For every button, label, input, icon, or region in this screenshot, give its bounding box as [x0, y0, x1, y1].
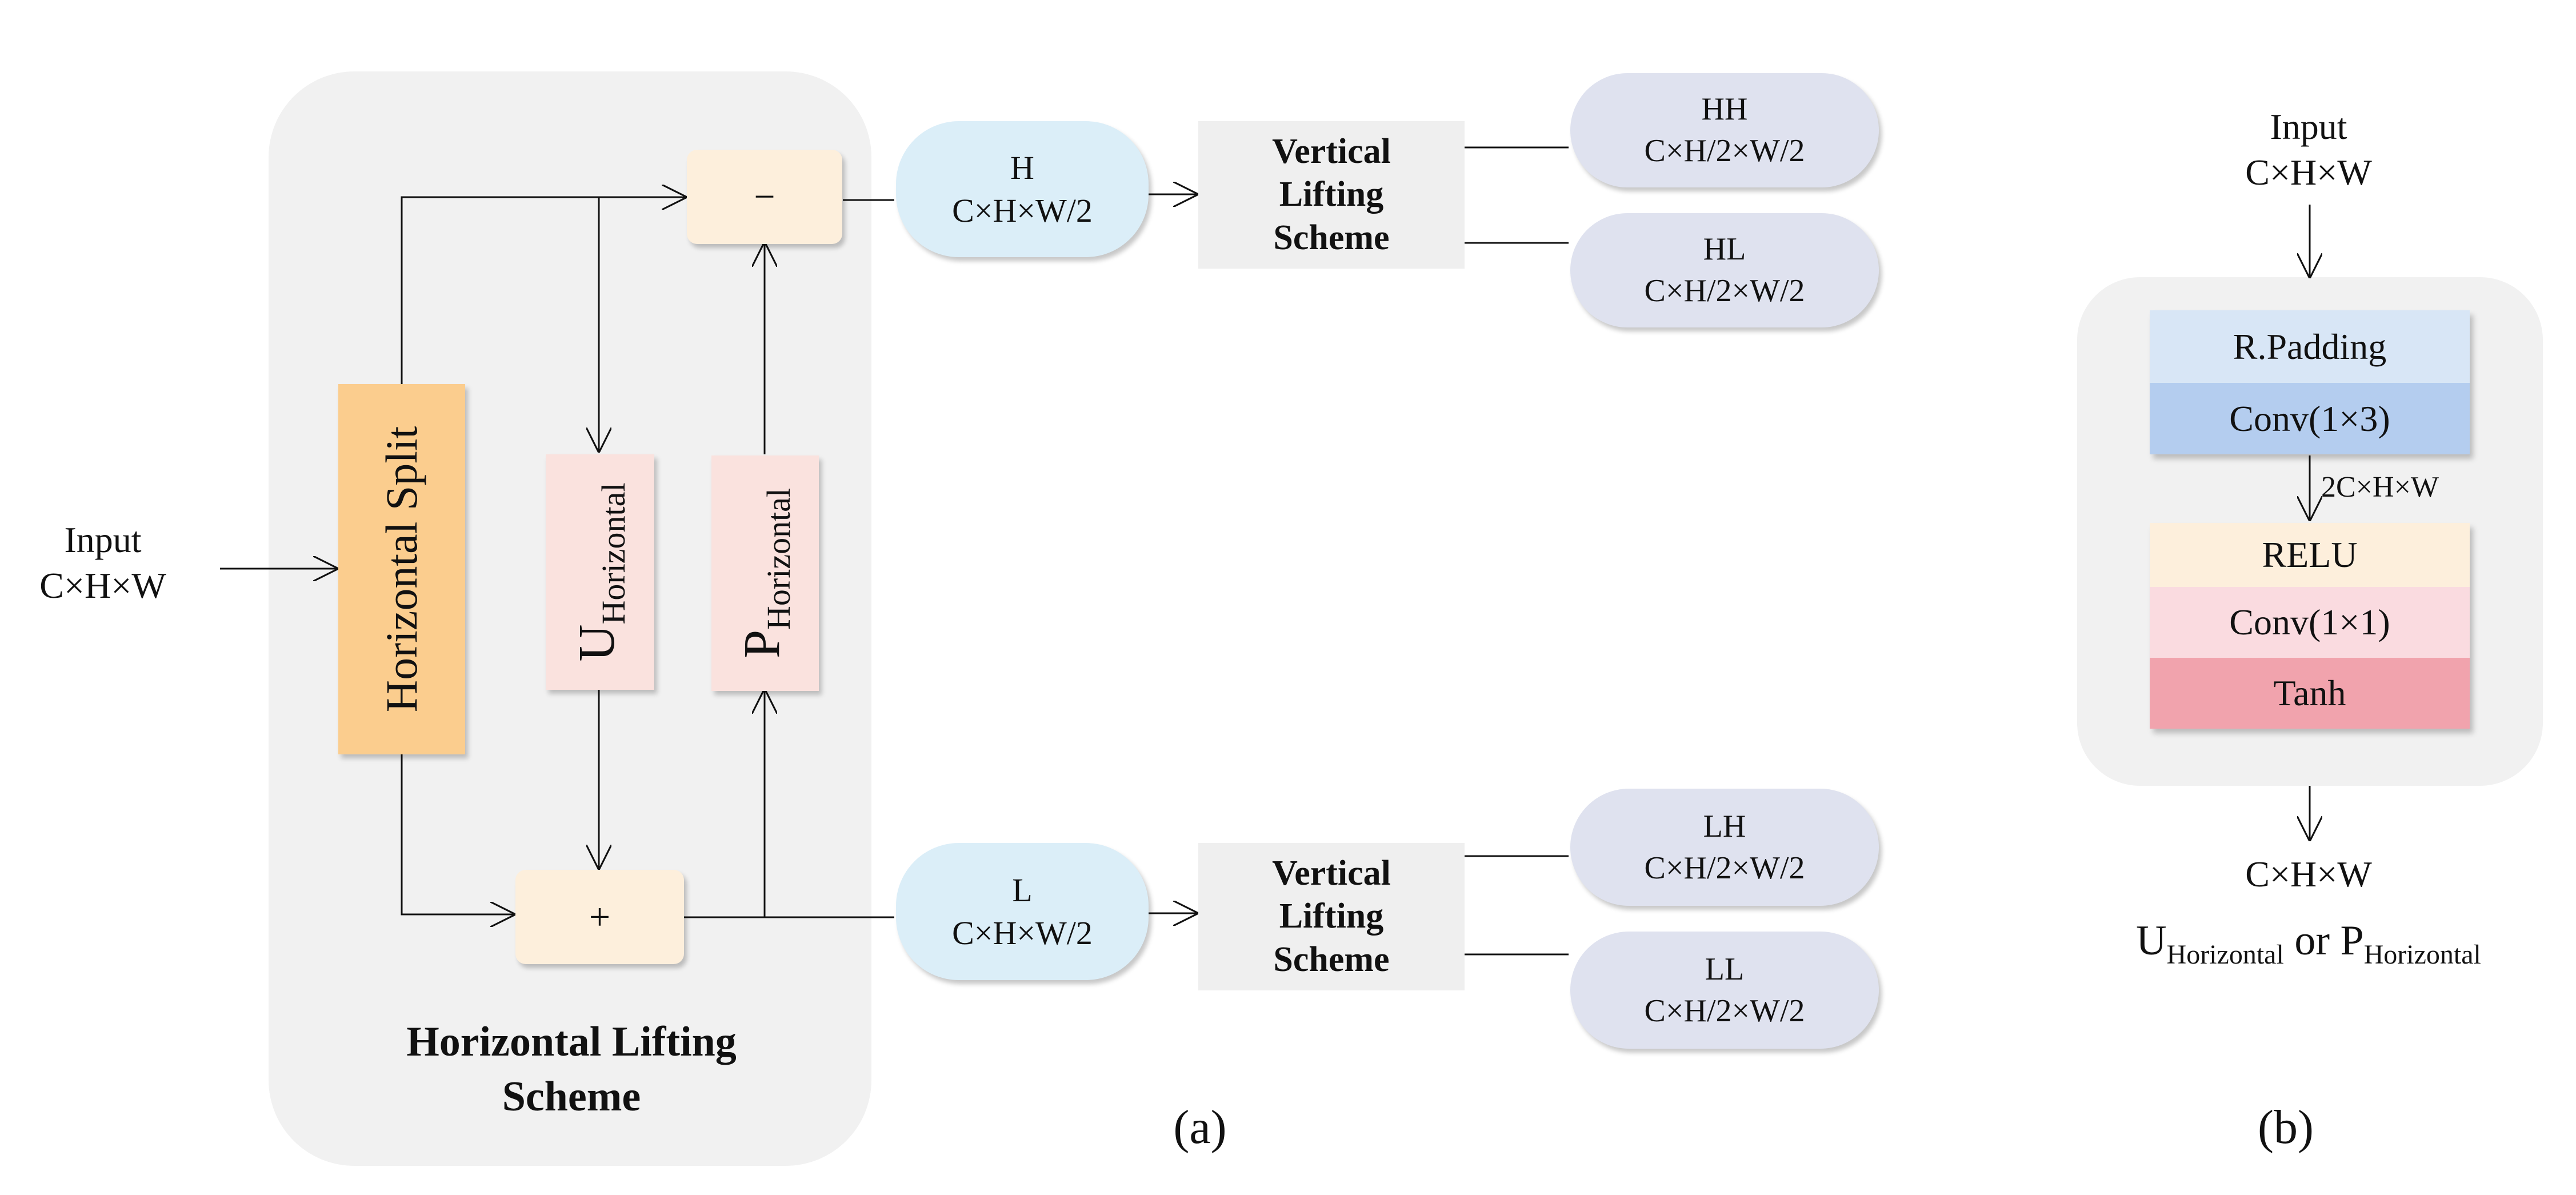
b-u-main: U	[2136, 917, 2167, 964]
plus-symbol: +	[589, 896, 611, 938]
b-output-dims: C×H×W	[2245, 854, 2372, 894]
r-padding-layer: R.Padding	[2150, 310, 2470, 383]
vertical-lifting-scheme-bottom: Vertical Lifting Scheme	[1198, 843, 1465, 990]
conv-1x1-layer: Conv(1×1)	[2150, 587, 2470, 658]
b-input-dims: C×H×W	[2245, 152, 2372, 193]
output-hl: HL C×H/2×W/2	[1570, 213, 1879, 327]
vls-bottom-line-2: Lifting	[1279, 897, 1384, 936]
output-lh-name: LH	[1703, 808, 1746, 844]
panel-title-line-1: Horizontal Lifting	[406, 1018, 737, 1065]
tanh-layer: Tanh	[2150, 658, 2470, 729]
padding-conv-stack: R.Padding Conv(1×3)	[2150, 310, 2470, 454]
h-node: H C×H×W/2	[896, 121, 1149, 257]
p-sub: Horizontal	[760, 487, 797, 630]
output-hh-dims: C×H/2×W/2	[1644, 133, 1805, 169]
panel-title-line-2: Scheme	[502, 1073, 641, 1121]
plus-operator: +	[515, 870, 684, 964]
b-input-text: Input	[2270, 106, 2347, 147]
p-horizontal-block: PHorizontal	[711, 455, 819, 691]
vls-top-line-2: Lifting	[1279, 175, 1384, 214]
b-u-sub: Horizontal	[2166, 939, 2284, 970]
caption-b: (b)	[2258, 1101, 2314, 1154]
p-horizontal-label: PHorizontal	[733, 488, 798, 658]
vls-top-line-1: Vertical	[1272, 131, 1391, 171]
b-p-sub: Horizontal	[2363, 939, 2481, 970]
conv-1x3-layer: Conv(1×3)	[2150, 383, 2470, 454]
output-ll-name: LL	[1705, 951, 1745, 987]
vls-bottom-line-1: Vertical	[1272, 853, 1391, 893]
panel-title: Horizontal Lifting Scheme	[297, 1014, 846, 1124]
output-lh: LH C×H/2×W/2	[1570, 789, 1879, 906]
vertical-lifting-scheme-top: Vertical Lifting Scheme	[1198, 121, 1465, 269]
vls-top-line-3: Scheme	[1273, 218, 1390, 257]
relu-layer: RELU	[2150, 523, 2470, 587]
u-sub: Horizontal	[595, 482, 632, 625]
l-node-name: L	[1012, 871, 1033, 909]
horizontal-split-label: Horizontal Split	[377, 426, 426, 713]
output-hl-name: HL	[1703, 231, 1746, 267]
output-ll-dims: C×H/2×W/2	[1644, 993, 1805, 1029]
u-horizontal-label: UHorizontal	[567, 482, 633, 661]
b-output-up: UHorizontal or PHorizontal	[2080, 914, 2537, 972]
b-input-label: Input C×H×W	[2189, 104, 2429, 195]
output-hh: HH C×H/2×W/2	[1570, 73, 1879, 187]
relu-conv-tanh-stack: RELU Conv(1×1) Tanh	[2150, 523, 2470, 729]
output-lh-dims: C×H/2×W/2	[1644, 850, 1805, 886]
b-p-main: P	[2340, 917, 2364, 964]
u-horizontal-block: UHorizontal	[546, 454, 654, 690]
output-ll: LL C×H/2×W/2	[1570, 932, 1879, 1049]
l-node: L C×H×W/2	[896, 843, 1149, 980]
h-node-dims: C×H×W/2	[952, 192, 1093, 229]
caption-a: (a)	[1173, 1101, 1227, 1154]
l-node-dims: C×H×W/2	[952, 914, 1093, 952]
input-dims: C×H×W	[39, 565, 166, 606]
output-hh-name: HH	[1701, 91, 1748, 127]
b-or: or	[2283, 917, 2341, 964]
minus-operator: −	[687, 150, 842, 244]
output-hl-dims: C×H/2×W/2	[1644, 273, 1805, 309]
input-label: Input C×H×W	[11, 517, 194, 609]
h-node-name: H	[1010, 149, 1034, 186]
u-main: U	[569, 624, 625, 662]
p-main: P	[734, 629, 790, 659]
vls-bottom-line-3: Scheme	[1273, 940, 1390, 979]
horizontal-split-block: Horizontal Split	[338, 384, 465, 754]
minus-symbol: −	[754, 175, 775, 218]
mid-dims-label: 2C×H×W	[2321, 471, 2439, 503]
input-text: Input	[64, 519, 142, 560]
